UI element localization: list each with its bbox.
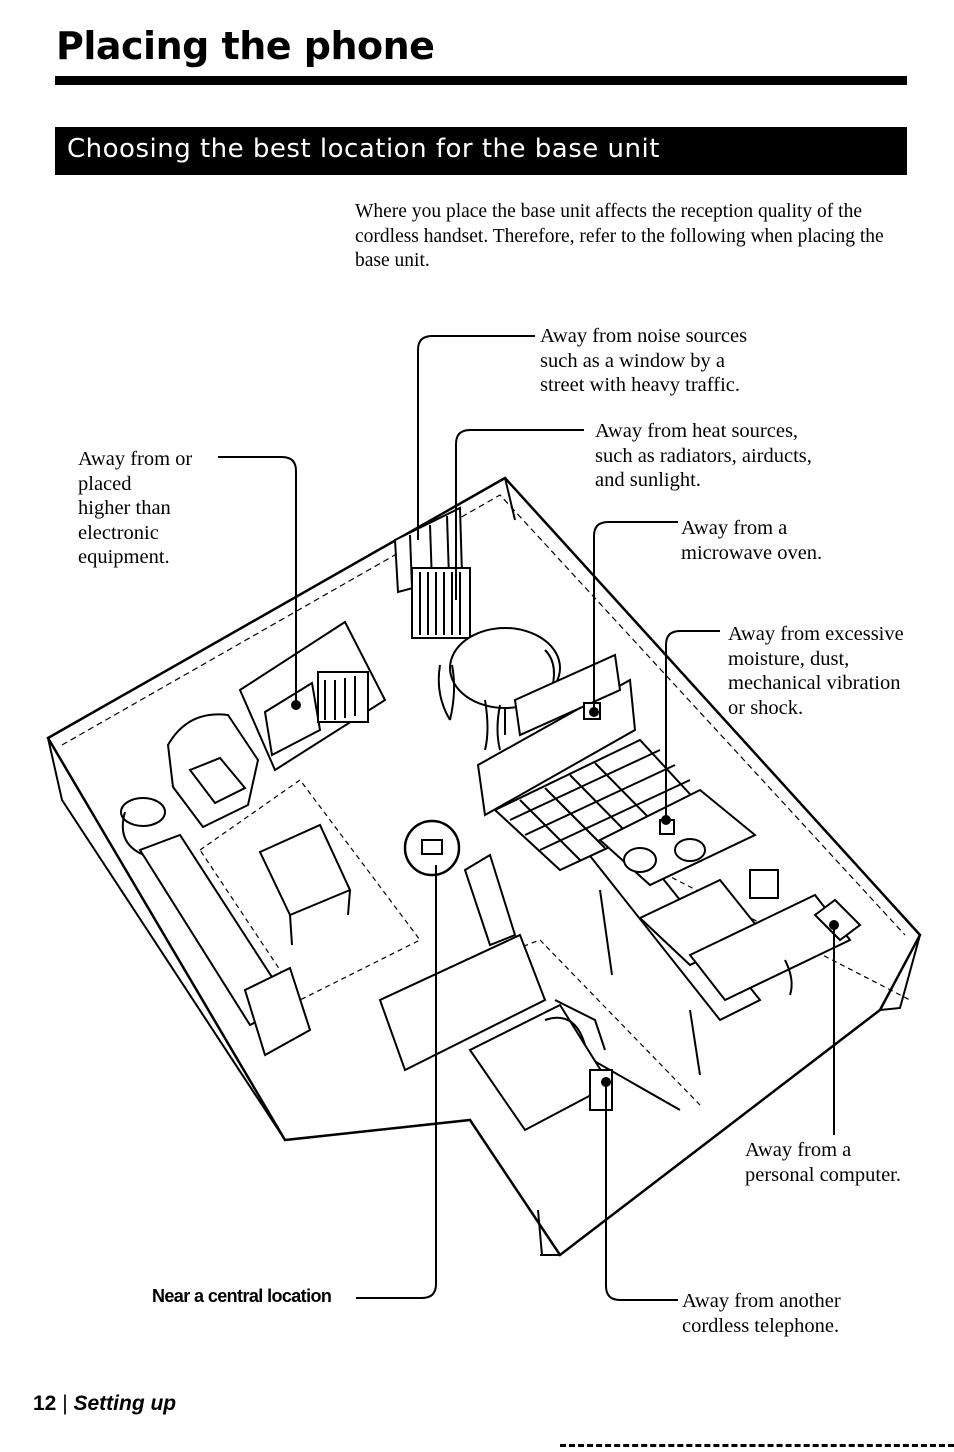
page-title: Placing the phone bbox=[56, 24, 435, 68]
study-desk-computer bbox=[688, 869, 862, 1002]
central-phone-marker bbox=[403, 819, 461, 877]
armchair bbox=[166, 713, 260, 829]
callout-electronic-equipment: Away from or placed higher than electron… bbox=[78, 448, 193, 568]
living-room-furniture bbox=[120, 779, 421, 1057]
bathroom-fixtures bbox=[598, 788, 757, 887]
callout-microwave: Away from a microwave oven. bbox=[681, 517, 823, 564]
footer-section: Setting up bbox=[73, 1392, 177, 1415]
electronic-equipment-cabinet bbox=[238, 620, 387, 772]
dining-table bbox=[437, 627, 561, 751]
bottom-dashed-rule bbox=[560, 1444, 954, 1447]
page-number: 12 bbox=[33, 1392, 57, 1415]
section-banner: Choosing the best location for the base … bbox=[55, 127, 907, 175]
callout-moisture: Away from excessive moisture, dust, mech… bbox=[728, 623, 904, 719]
intro-paragraph: Where you place the base unit affects th… bbox=[355, 201, 884, 271]
section-heading: Choosing the best location for the base … bbox=[67, 134, 660, 164]
callout-cordless-telephone: Away from another cordless telephone. bbox=[682, 1290, 841, 1337]
callout-noise-sources: Away from noise sources such as a window… bbox=[540, 325, 748, 396]
callout-leader-lines bbox=[218, 335, 839, 1301]
window-and-radiator bbox=[393, 506, 471, 639]
callout-heat-sources: Away from heat sources, such as radiator… bbox=[595, 420, 812, 491]
callout-personal-computer: Away from a personal computer. bbox=[745, 1139, 901, 1186]
callout-central-location: Near a central location bbox=[152, 1286, 332, 1306]
page-footer: 12 | Setting up bbox=[33, 1392, 176, 1416]
footer-divider: | bbox=[56, 1392, 74, 1415]
title-rule bbox=[55, 76, 907, 85]
